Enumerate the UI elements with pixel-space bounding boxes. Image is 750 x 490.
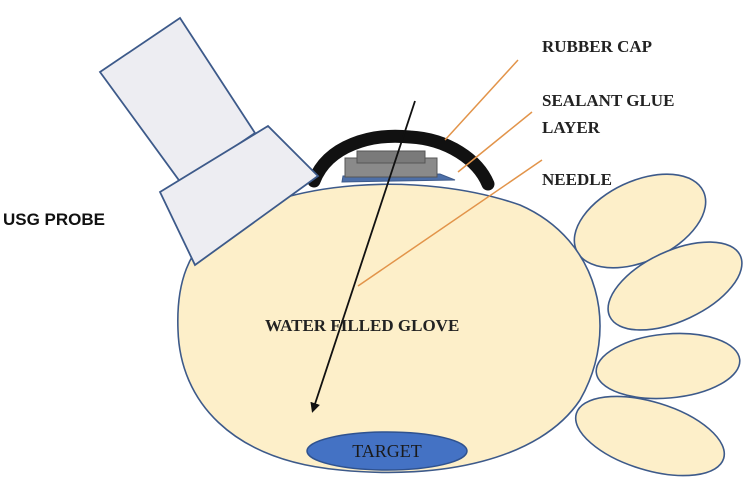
sealant-glue-label-line2: LAYER [542,118,601,137]
usg-probe-label: USG PROBE [3,210,105,229]
needle-leader-line [357,159,543,287]
glove-finger-2 [607,241,743,331]
sealant-leader-line [457,111,533,173]
needle [310,100,416,413]
glove-fingers [573,173,743,477]
septum-top [356,150,426,164]
usg-probe-head [158,124,320,267]
leader-lines [357,59,543,287]
usg-probe [98,16,320,267]
rubber-cap-leader-line [444,59,519,141]
rubber-cap-label: RUBBER CAP [542,37,652,56]
target-ellipse [306,431,468,471]
glove-finger-3 [595,332,741,400]
needle-label: NEEDLE [542,170,612,189]
sealant-glue-label-line1: SEALANT GLUE [542,91,674,110]
water-filled-glove-label: WATER FILLED GLOVE [265,316,459,335]
target-label: TARGET [352,441,422,461]
glove-palm [177,183,601,474]
glove-finger-4 [574,395,726,477]
rubber-cap [307,129,495,191]
